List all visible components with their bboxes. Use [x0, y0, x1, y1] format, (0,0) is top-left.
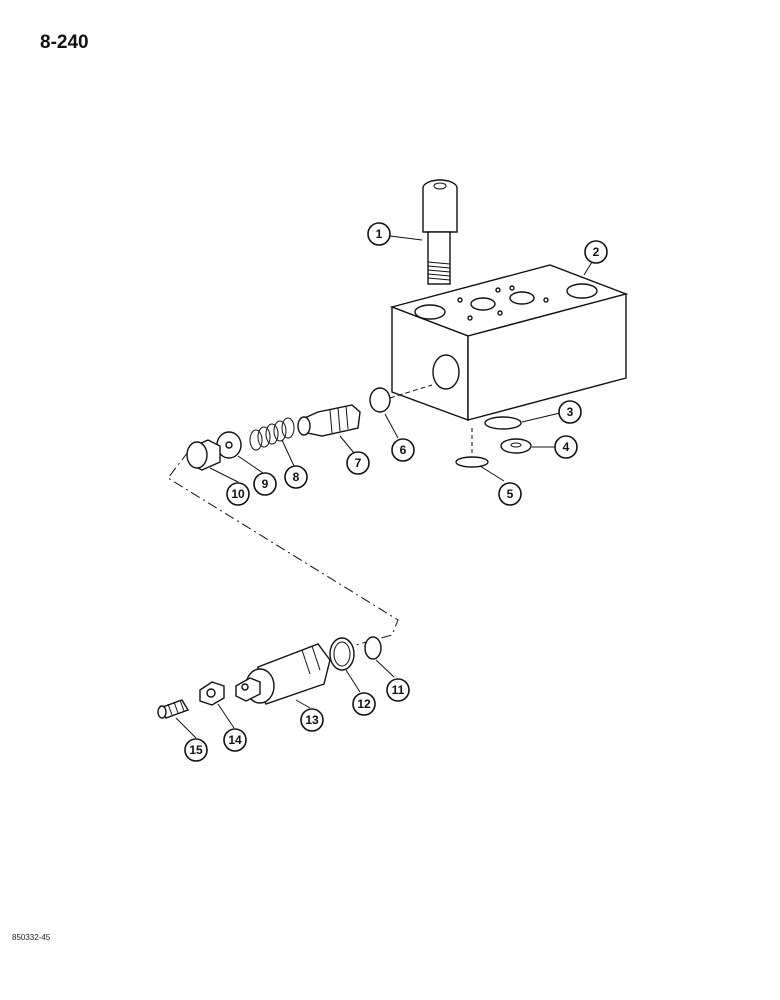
part-valve-block: [389, 264, 629, 422]
part-set-screw-15: [157, 699, 190, 719]
callout-5: 5: [498, 482, 522, 506]
figure-code: 850332-45: [12, 933, 51, 942]
callout-12: 12: [352, 692, 376, 716]
callout-1: 1: [367, 222, 391, 246]
leader-lines: [175, 235, 593, 739]
page-number: 8-240: [40, 32, 89, 53]
callout-9: 9: [253, 472, 277, 496]
part-cap-screw: [422, 179, 458, 285]
callout-3: 3: [558, 400, 582, 424]
part-o-ring-11: [364, 636, 382, 660]
svg-text:12: 12: [357, 697, 371, 711]
part-o-ring-3: [484, 416, 522, 430]
callout-11: 11: [386, 678, 410, 702]
svg-text:3: 3: [567, 405, 574, 419]
part-plug-10: [186, 439, 221, 471]
callout-10: 10: [226, 482, 250, 506]
part-washer-4: [500, 438, 532, 454]
callout-13: 13: [300, 708, 324, 732]
svg-text:8: 8: [293, 470, 300, 484]
svg-text:15: 15: [189, 743, 203, 757]
svg-text:11: 11: [392, 683, 405, 697]
part-o-ring-5: [455, 456, 489, 468]
svg-text:7: 7: [355, 456, 362, 470]
svg-text:1: 1: [376, 227, 383, 241]
callout-8: 8: [284, 465, 308, 489]
part-spring-8: [249, 417, 295, 451]
svg-text:4: 4: [563, 440, 570, 454]
callout-7: 7: [346, 451, 370, 475]
svg-text:5: 5: [507, 487, 514, 501]
part-ring-6: [369, 387, 391, 413]
callout-6: 6: [391, 438, 415, 462]
callout-2: 2: [584, 240, 608, 264]
assembly-guide-line: [167, 451, 399, 649]
svg-text:13: 13: [305, 713, 319, 727]
svg-text:6: 6: [400, 443, 407, 457]
part-poppet-7: [297, 404, 361, 437]
svg-text:14: 14: [228, 733, 242, 747]
part-washer-9: [216, 431, 242, 459]
callout-4: 4: [554, 435, 578, 459]
svg-text:2: 2: [593, 245, 600, 259]
svg-text:9: 9: [262, 477, 269, 491]
callout-15: 15: [184, 738, 208, 762]
part-cartridge-13: [235, 643, 331, 705]
callout-14: 14: [223, 728, 247, 752]
svg-text:10: 10: [231, 487, 245, 501]
part-backup-ring-12: [329, 637, 355, 671]
part-nut-14: [199, 681, 225, 706]
